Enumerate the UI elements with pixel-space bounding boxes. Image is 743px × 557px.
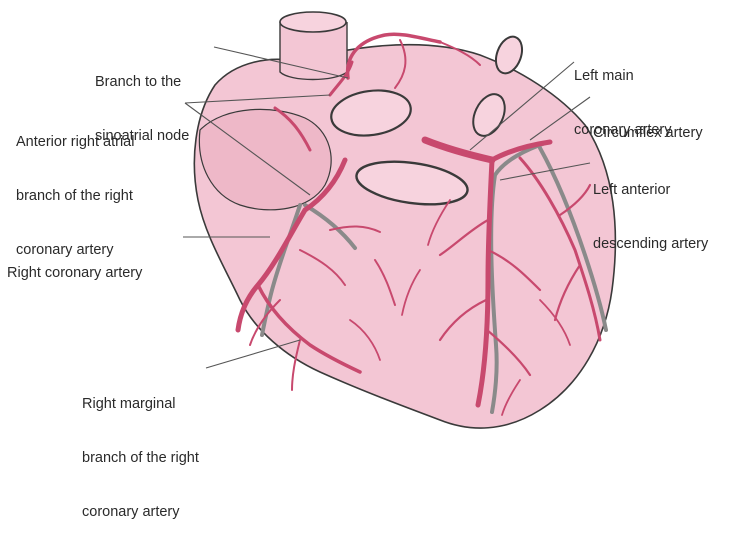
leader-anterior-atrial-2 bbox=[184, 102, 311, 196]
label-line: branch of the right bbox=[16, 188, 133, 204]
label-line: Left anterior bbox=[593, 182, 671, 198]
leader-sa-node bbox=[213, 46, 349, 79]
label-line: descending artery bbox=[593, 236, 709, 252]
label-sa-node-branch: Branch to the sinoatrial node bbox=[95, 37, 189, 181]
leader-lines bbox=[183, 46, 591, 369]
heart-illustration bbox=[183, 11, 617, 429]
coronary-arteries bbox=[235, 32, 602, 416]
label-line: branch of the right bbox=[82, 450, 199, 466]
leader-circumflex bbox=[529, 96, 591, 141]
label-left-main-coronary-artery: Left main coronary artery bbox=[574, 31, 672, 175]
vessel-opening-upper bbox=[330, 89, 412, 137]
label-line: sinoatrial node bbox=[95, 128, 190, 144]
right-atrium bbox=[198, 108, 332, 211]
vessel-opening-lower bbox=[355, 160, 469, 206]
label-circumflex-artery: Circumflex artery bbox=[593, 88, 703, 178]
aorta-opening bbox=[279, 11, 347, 33]
leader-anterior-atrial-1 bbox=[184, 94, 331, 104]
label-line: Left main bbox=[574, 68, 634, 84]
label-line: coronary artery bbox=[574, 122, 672, 138]
label-line: Anterior right atrial bbox=[16, 134, 135, 150]
label-left-anterior-descending-artery: Left anterior descending artery bbox=[593, 145, 708, 289]
label-line: Circumflex artery bbox=[593, 125, 703, 141]
pulmonary-vein-opening-1 bbox=[494, 35, 524, 75]
label-line: coronary artery bbox=[82, 504, 180, 520]
label-right-marginal-branch: Right marginal branch of the right coron… bbox=[82, 359, 199, 557]
leader-left-main bbox=[469, 61, 575, 151]
label-line: coronary artery bbox=[16, 242, 114, 258]
label-line: Branch to the bbox=[95, 74, 182, 90]
label-anterior-right-atrial-branch: Anterior right atrial branch of the righ… bbox=[16, 97, 134, 295]
leader-lad bbox=[499, 162, 591, 181]
label-line: Right coronary artery bbox=[7, 265, 143, 281]
leader-right-marginal bbox=[205, 339, 301, 369]
heart-diagram: Branch to the sinoatrial node Anterior r… bbox=[7, 11, 708, 520]
label-right-coronary-artery: Right coronary artery bbox=[7, 228, 142, 318]
label-line: Right marginal bbox=[82, 396, 176, 412]
pulmonary-vein-opening-2 bbox=[472, 93, 506, 137]
